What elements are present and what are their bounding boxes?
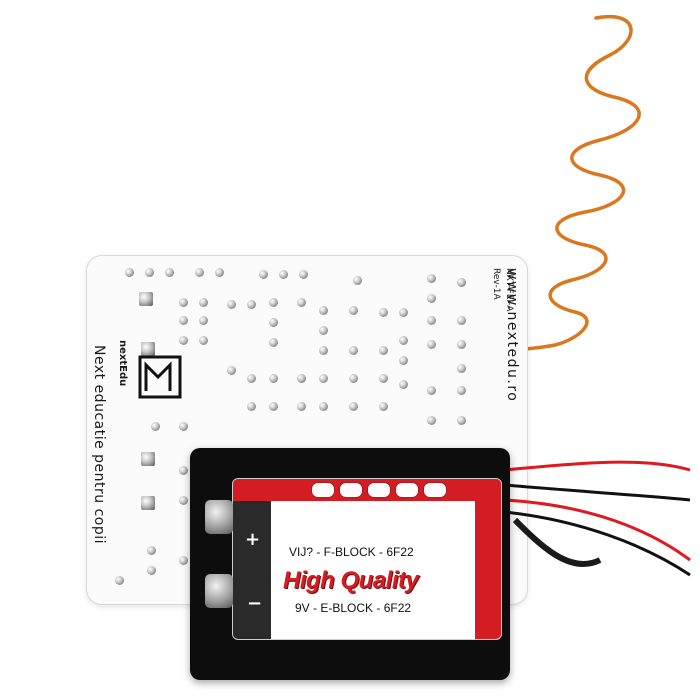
black-wire	[504, 483, 691, 502]
solder-pad	[227, 366, 236, 375]
minus-sign: −	[247, 593, 263, 614]
battery-terminal-negative	[205, 574, 233, 608]
solder-pad	[319, 374, 328, 383]
solder-pad	[269, 298, 278, 307]
solder-pad	[379, 346, 388, 355]
solder-pad	[179, 466, 188, 475]
warning-icon	[367, 482, 391, 498]
square-pad	[141, 496, 155, 510]
warning-icon	[339, 482, 363, 498]
solder-pad	[299, 270, 308, 279]
solder-pad	[457, 386, 466, 395]
coil-wire	[513, 14, 641, 352]
solder-pad	[269, 402, 278, 411]
solder-pad	[457, 416, 466, 425]
warning-icon	[395, 482, 419, 498]
solder-pad	[165, 268, 174, 277]
solder-pad	[399, 380, 408, 389]
solder-pad	[427, 416, 436, 425]
solder-pad	[457, 278, 466, 287]
solder-pad	[457, 364, 466, 373]
solder-pad	[147, 546, 156, 555]
solder-pad	[179, 422, 188, 431]
square-pad	[139, 292, 153, 306]
solder-pad	[199, 298, 208, 307]
solder-pad	[179, 336, 188, 345]
solder-pad	[297, 374, 306, 383]
solder-pad	[269, 374, 278, 383]
solder-pad	[147, 566, 156, 575]
solder-pad	[457, 340, 466, 349]
battery-red-side	[475, 479, 501, 639]
solder-pad	[457, 316, 466, 325]
solder-pad	[247, 374, 256, 383]
solder-pad	[269, 318, 278, 327]
solder-pad	[179, 298, 188, 307]
warning-symbols	[311, 482, 447, 498]
solder-pad	[151, 422, 160, 431]
red-wire-lower	[504, 498, 691, 562]
solder-pad	[427, 340, 436, 349]
solder-pad	[247, 402, 256, 411]
solder-pad	[319, 346, 328, 355]
solder-pad	[399, 336, 408, 345]
black-wire-lower	[504, 510, 691, 577]
solder-pad	[297, 298, 306, 307]
solder-pad	[399, 356, 408, 365]
solder-pad	[399, 308, 408, 317]
solder-pad	[259, 270, 268, 279]
solder-pad	[379, 402, 388, 411]
red-wire	[504, 460, 691, 472]
warning-icon	[423, 482, 447, 498]
solder-pad	[349, 402, 358, 411]
warning-icon	[311, 482, 335, 498]
battery-end-cap	[233, 479, 271, 639]
solder-pad	[319, 306, 328, 315]
battery-headline: High Quality	[283, 567, 419, 594]
solder-pad	[269, 338, 278, 347]
square-pad	[141, 452, 155, 466]
solder-pad	[319, 402, 328, 411]
battery-9v: + − VIJ? - F-BLOCK - 6F22 High Quality 9…	[232, 478, 502, 640]
solder-pad	[427, 274, 436, 283]
solder-pad	[297, 402, 306, 411]
solder-pad	[179, 556, 188, 565]
solder-pad	[427, 386, 436, 395]
solder-pad	[279, 270, 288, 279]
holder-strap	[512, 517, 602, 568]
square-pad	[141, 342, 155, 356]
solder-pad	[349, 346, 358, 355]
solder-pad	[349, 374, 358, 383]
battery-bottom-label: 9V - E-BLOCK - 6F22	[295, 601, 412, 615]
solder-pad	[379, 308, 388, 317]
solder-pad	[115, 576, 124, 585]
solder-pad	[199, 336, 208, 345]
solder-pad	[247, 300, 256, 309]
solder-pad	[125, 268, 134, 277]
solder-pad	[195, 268, 204, 277]
solder-pad	[145, 268, 154, 277]
solder-pad	[353, 276, 362, 285]
solder-pad	[199, 316, 208, 325]
solder-pad	[379, 374, 388, 383]
solder-pad	[427, 316, 436, 325]
solder-pad	[179, 496, 188, 505]
solder-pad	[349, 306, 358, 315]
nextedu-logo-icon	[138, 355, 182, 399]
solder-pad	[179, 316, 188, 325]
plus-sign: +	[245, 529, 261, 550]
solder-pad	[427, 294, 436, 303]
battery-terminal-positive	[205, 500, 233, 534]
battery-top-label: VIJ? - F-BLOCK - 6F22	[289, 545, 414, 559]
solder-pad	[227, 300, 236, 309]
solder-pad	[215, 268, 224, 277]
solder-pad	[319, 326, 328, 335]
